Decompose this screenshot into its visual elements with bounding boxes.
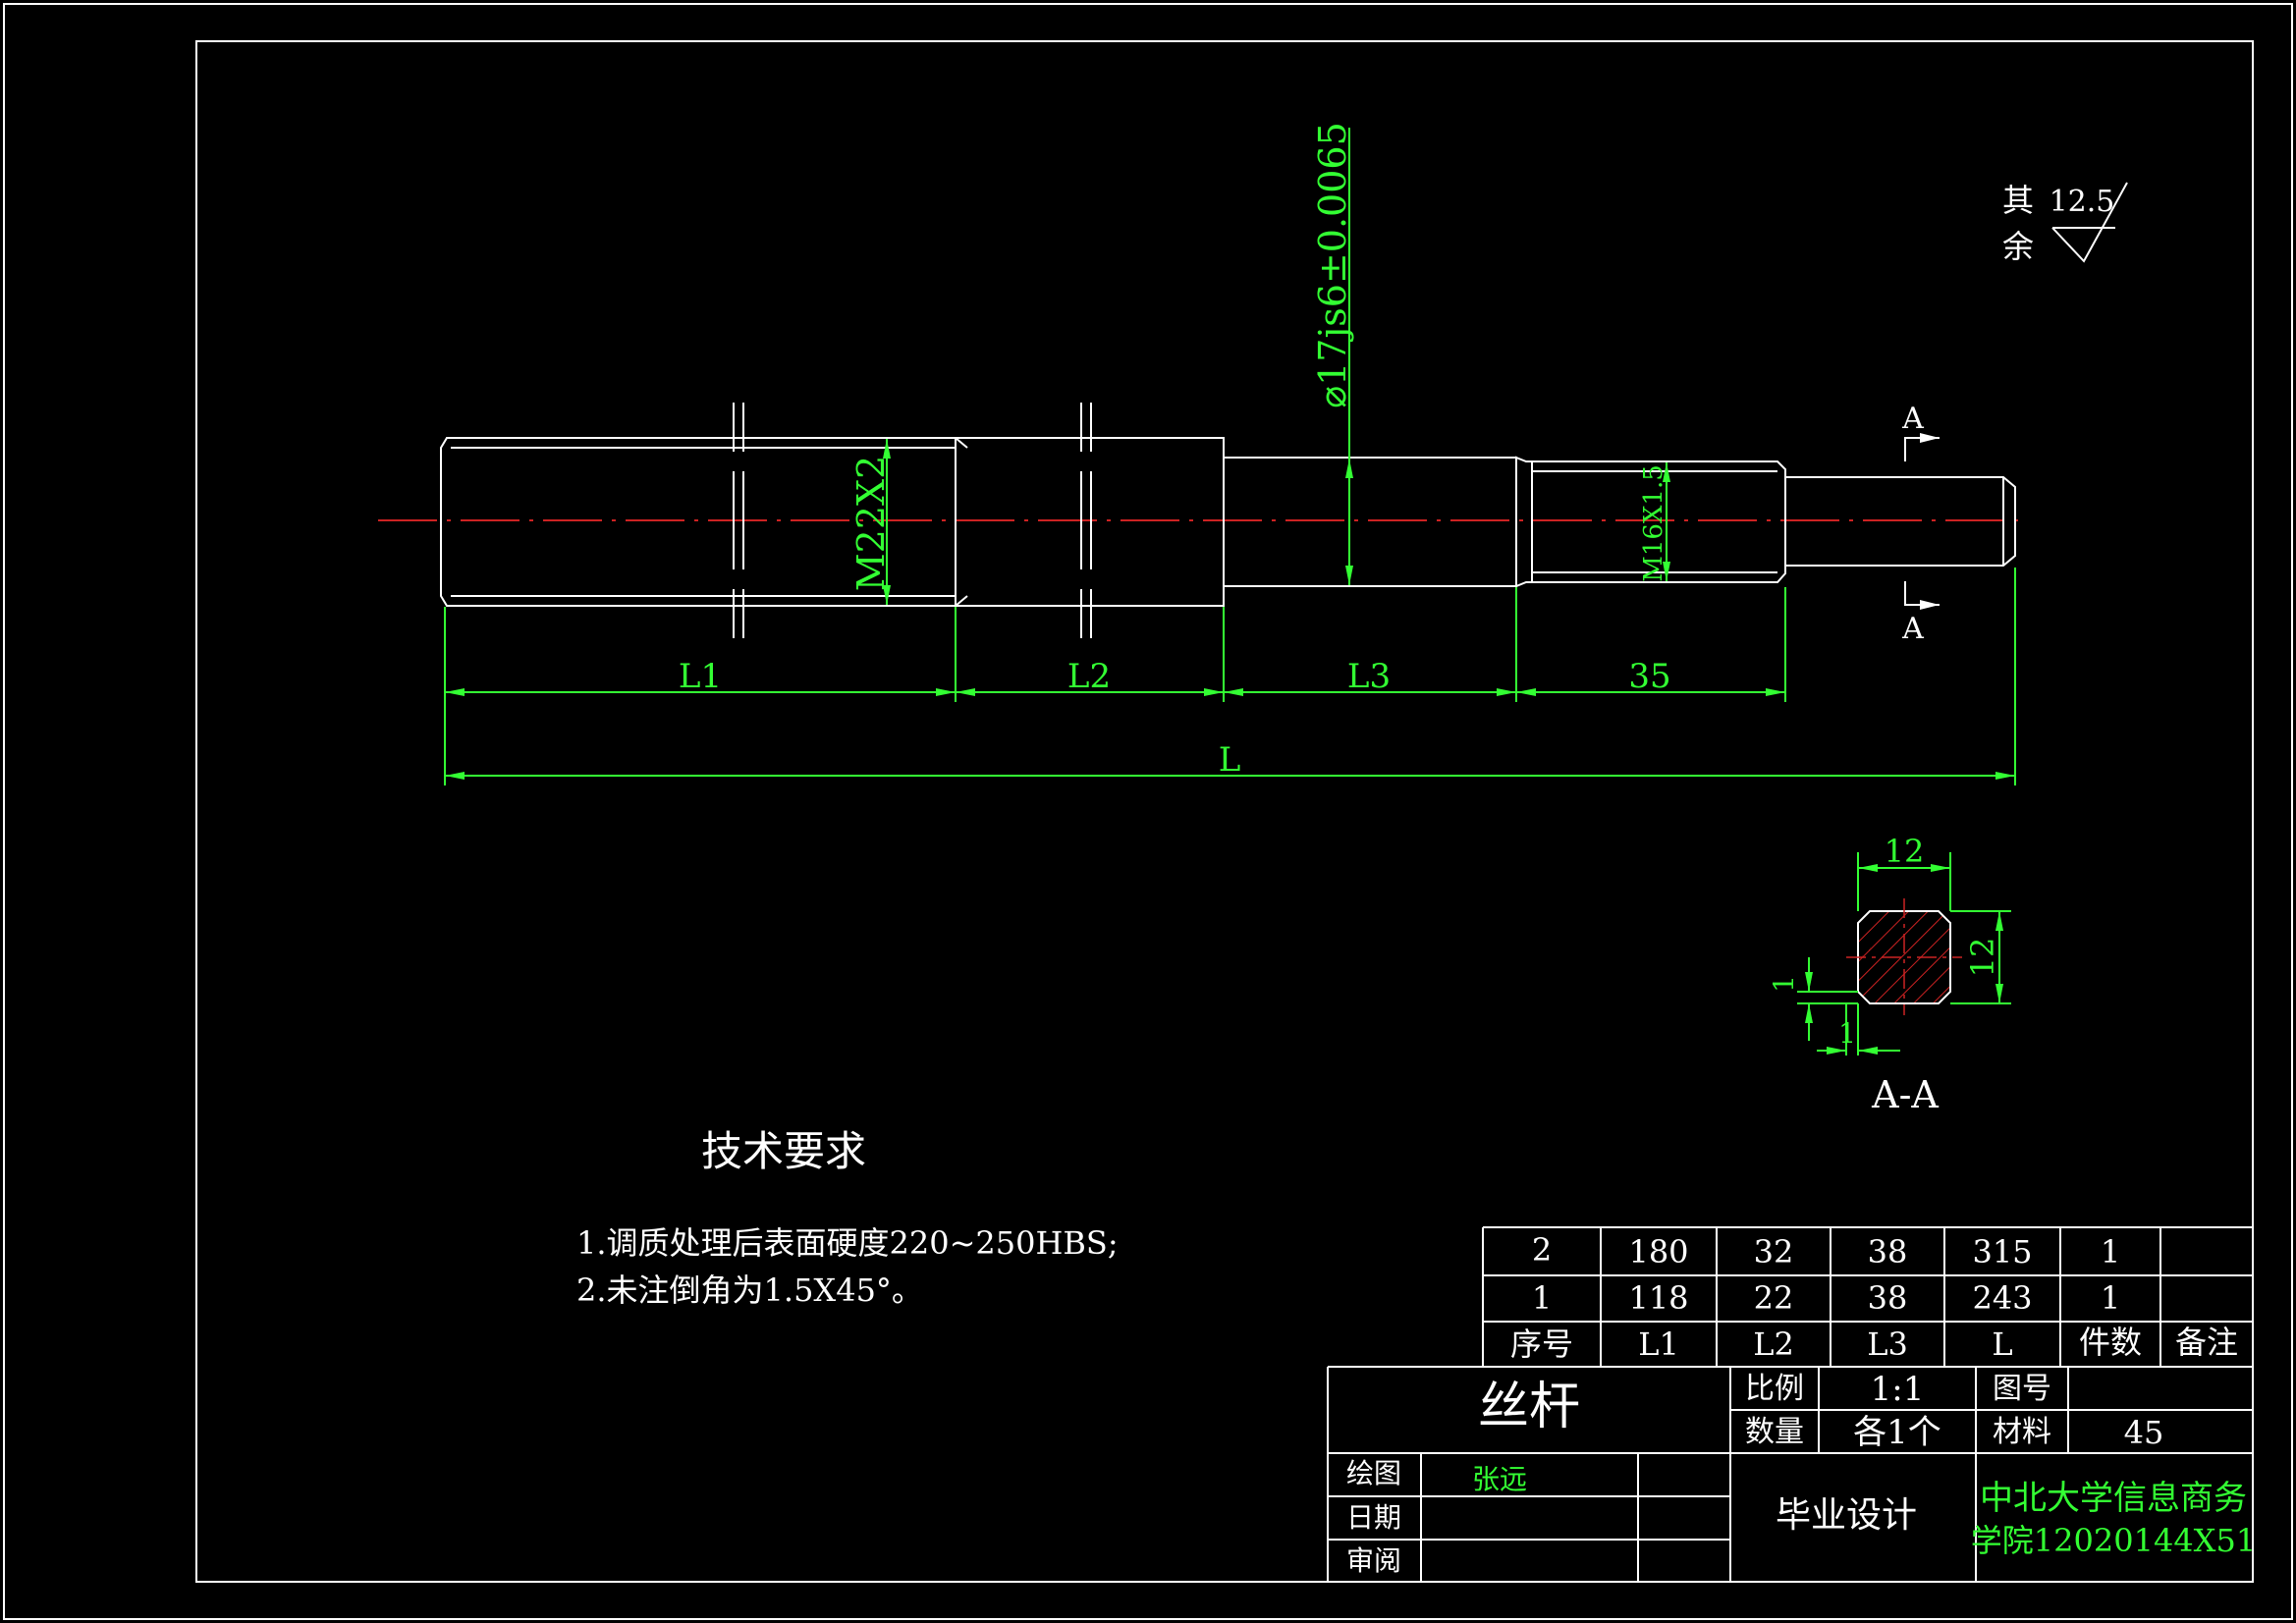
tech-title: 技术要求 [701, 1127, 866, 1175]
tech-req-1: 1.调质处理后表面硬度220~250HBS; [576, 1224, 1119, 1262]
cell: 243 [1972, 1279, 2032, 1317]
material-value: 45 [2124, 1414, 2164, 1451]
dim-35: 35 [1628, 657, 1670, 696]
thread-m16-label: M16X1.5 [1639, 464, 1668, 582]
parts-table [1482, 1226, 2253, 1367]
cell: 1 [2101, 1279, 2120, 1317]
scale-label: 比例 [1745, 1372, 1804, 1406]
header-cell: L3 [1867, 1325, 1908, 1363]
parts-row-2: 1 118 22 38 243 1 [1532, 1279, 2120, 1317]
section-mark-bottom: A [1901, 612, 1924, 646]
cell: 38 [1868, 1233, 1908, 1271]
cell: 118 [1628, 1279, 1688, 1317]
outer-frame [3, 3, 2293, 1620]
cell: 1 [2101, 1233, 2120, 1271]
title-block [1327, 1366, 2253, 1582]
material-label: 材料 [1993, 1415, 2051, 1449]
drawn-by: 张远 [1472, 1463, 1527, 1495]
section-mark-top: A [1901, 402, 1924, 436]
school-line-2: 学院12020144X51 [1971, 1522, 2256, 1559]
section-offset-v-label: 1 [1768, 975, 1800, 993]
school-line-1: 中北大学信息商务 [1980, 1479, 2247, 1518]
roughness-symbol [2051, 182, 2128, 263]
header-cell: L2 [1753, 1325, 1794, 1363]
thread-m22-label: M22X2 [849, 456, 893, 592]
header-cell: L1 [1638, 1325, 1679, 1363]
scale-value: 1:1 [1871, 1370, 1925, 1409]
header-cell: 备注 [2175, 1324, 2238, 1361]
inner-frame [195, 40, 2254, 1583]
tech-req-2: 2.未注倒角为1.5X45°。 [576, 1271, 923, 1309]
drawn-label: 绘图 [1346, 1457, 1401, 1489]
drawing-no-label: 图号 [1993, 1372, 2051, 1406]
header-cell: L [1992, 1325, 2012, 1363]
review-label: 审阅 [1346, 1544, 1401, 1577]
cell: 1 [1532, 1279, 1552, 1317]
qty-value: 各1个 [1853, 1413, 1941, 1452]
dim-l2: L2 [1067, 657, 1111, 696]
part-name: 丝杆 [1478, 1378, 1580, 1436]
cell: 22 [1754, 1279, 1794, 1317]
roughness-value: 12.5 [2050, 185, 2115, 219]
dim-l1: L1 [679, 657, 722, 696]
section-title: A-A [1871, 1073, 1939, 1116]
dim-total-l: L [1219, 740, 1241, 780]
shaft-view [378, 403, 2023, 638]
roughness-label-2: 余 [2002, 228, 2034, 265]
project-name: 毕业设计 [1776, 1495, 1917, 1536]
cell: 38 [1868, 1279, 1908, 1317]
section-offset-h-label: 1 [1838, 1017, 1856, 1050]
cell: 2 [1532, 1231, 1552, 1269]
section-height-label: 12 [1964, 938, 2001, 978]
roughness-label-1: 其 [2002, 182, 2034, 219]
diameter-js6-label: ⌀17js6±0.0065 [1311, 122, 1354, 408]
header-cell: 序号 [1510, 1325, 1573, 1363]
cell: 32 [1754, 1233, 1794, 1271]
section-aa [1797, 852, 2011, 1055]
header-cell: 件数 [2079, 1324, 2142, 1361]
dim-l3: L3 [1347, 657, 1391, 696]
dimension-lines [444, 128, 2016, 785]
section-width-label: 12 [1885, 833, 1925, 870]
parts-header-row: 序号 L1 L2 L3 L 件数 备注 [1510, 1324, 2238, 1363]
qty-label: 数量 [1745, 1415, 1804, 1449]
section-cut-marks [1904, 433, 1940, 610]
cell: 180 [1628, 1233, 1688, 1271]
cell: 315 [1972, 1233, 2032, 1271]
parts-row-1: 2 180 32 38 315 1 [1532, 1231, 2120, 1271]
date-label: 日期 [1346, 1501, 1401, 1534]
